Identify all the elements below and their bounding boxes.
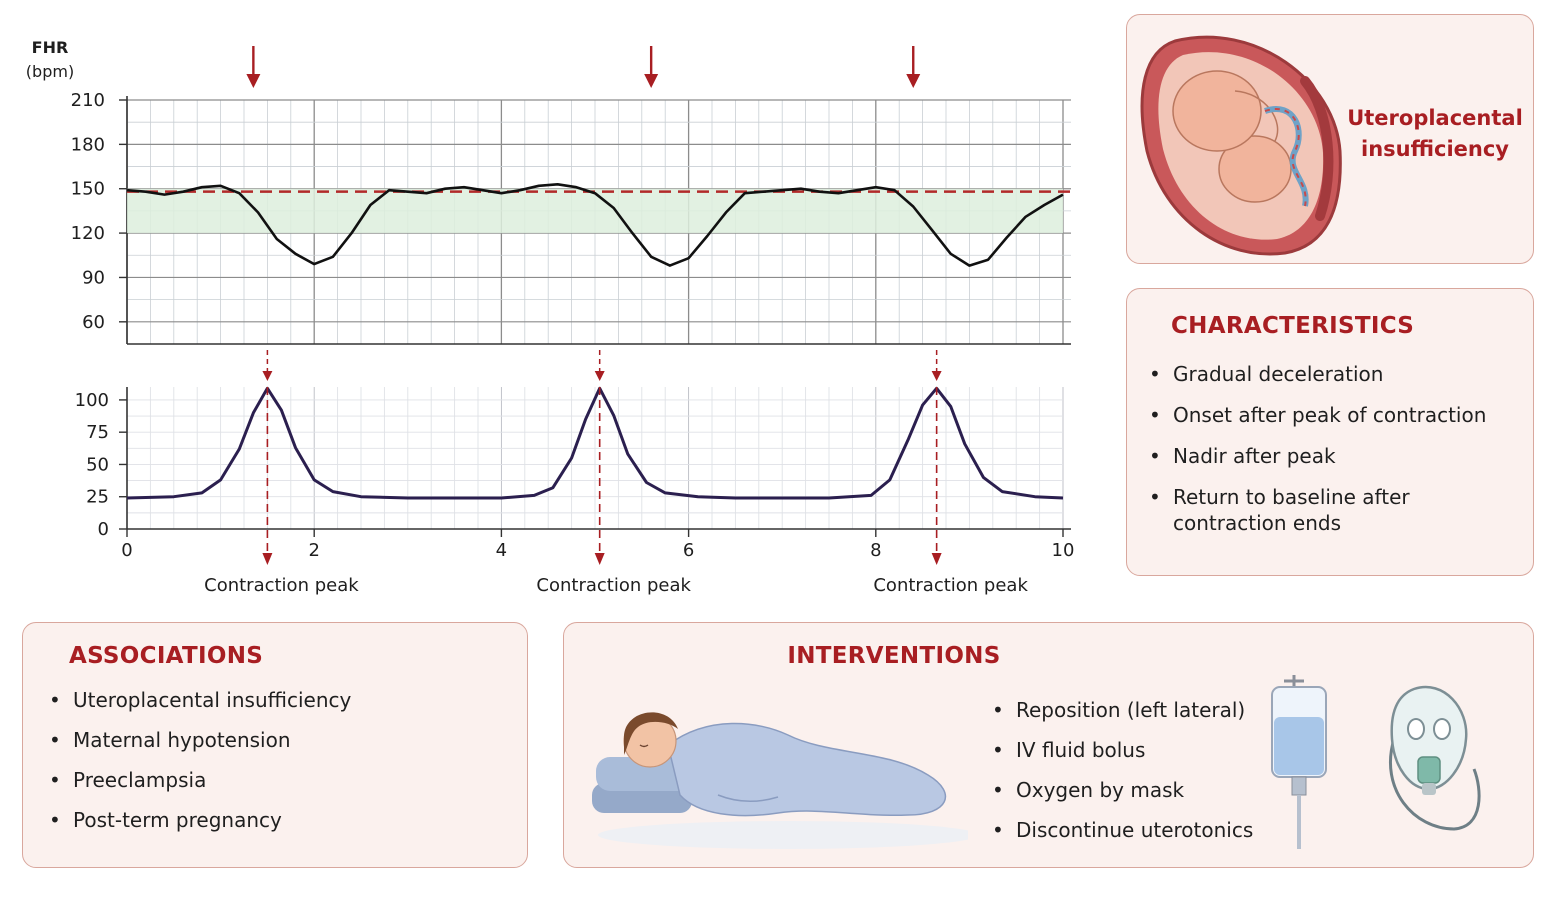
x-tick-label: 6 bbox=[683, 540, 694, 561]
characteristics-title: CHARACTERISTICS bbox=[1171, 313, 1415, 339]
toco-y-ticks: 100 75 50 25 0 bbox=[75, 390, 127, 540]
fhr-tick-label: 180 bbox=[71, 134, 105, 155]
interventions-title: INTERVENTIONS bbox=[787, 643, 1001, 669]
list-item: Post-term pregnancy bbox=[49, 807, 519, 833]
fetus-body bbox=[1172, 70, 1262, 152]
down-arrow-icon bbox=[246, 74, 261, 88]
fhr-axis-label-line1: FHR bbox=[32, 38, 69, 57]
characteristics-list: Gradual deceleration Onset after peak of… bbox=[1149, 361, 1519, 551]
list-item: Preeclampsia bbox=[49, 767, 519, 793]
contraction-peak-label: Contraction peak bbox=[536, 575, 691, 596]
fhr-panel: FHR (bpm) 210 180 150 120 90 60 bbox=[26, 38, 1075, 345]
contraction-peak-markers: Contraction peak Contraction peak Contract… bbox=[204, 350, 1028, 596]
down-arrow-icon bbox=[906, 74, 921, 88]
down-arrow-icon bbox=[931, 553, 942, 565]
fhr-tick-label: 120 bbox=[71, 223, 105, 244]
down-arrow-icon bbox=[931, 371, 942, 381]
woman-body bbox=[667, 722, 947, 817]
fhr-tick-label: 150 bbox=[71, 179, 105, 200]
uteroplacental-card: Uteroplacental insufficiency bbox=[1126, 14, 1534, 264]
associations-title: ASSOCIATIONS bbox=[69, 643, 264, 669]
fhr-trace bbox=[126, 183, 1064, 267]
iv-bag-icon bbox=[1271, 675, 1327, 849]
toco-tick-label: 75 bbox=[86, 422, 109, 443]
uteroplacental-title: Uteroplacental insufficiency bbox=[1347, 106, 1523, 161]
fhr-axis-label-line2: (bpm) bbox=[26, 62, 74, 81]
fhr-tick-label: 90 bbox=[82, 267, 105, 288]
associations-list: Uteroplacental insufficiency Maternal hy… bbox=[49, 687, 519, 847]
toco-tick-label: 0 bbox=[98, 519, 109, 540]
late-decel-arrows bbox=[246, 46, 921, 88]
x-tick-label: 0 bbox=[121, 540, 132, 561]
oxygen-mask-icon bbox=[1388, 685, 1481, 831]
x-tick-label: 2 bbox=[308, 540, 319, 561]
toco-tick-label: 50 bbox=[86, 454, 109, 475]
down-arrow-icon bbox=[262, 553, 273, 565]
characteristics-card: CHARACTERISTICS Gradual deceleration Ons… bbox=[1126, 288, 1534, 576]
x-tick-label: 8 bbox=[870, 540, 881, 561]
placenta bbox=[1300, 76, 1334, 221]
list-item: Gradual deceleration bbox=[1149, 361, 1519, 387]
list-item: Onset after peak of contraction bbox=[1149, 402, 1519, 428]
left-lateral-position-illustration bbox=[592, 712, 968, 849]
x-tick-label: 10 bbox=[1052, 540, 1075, 561]
normal-range-band bbox=[127, 188, 1063, 234]
interventions-list: Reposition (left lateral) IV fluid bolus… bbox=[992, 697, 1282, 857]
interventions-card: INTERVENTIONS Reposition (left lateral) … bbox=[563, 622, 1534, 868]
contraction-peak-label: Contraction peak bbox=[204, 575, 359, 596]
list-item: IV fluid bolus bbox=[992, 737, 1282, 763]
list-item: Nadir after peak bbox=[1149, 443, 1519, 469]
fhr-tick-label: 60 bbox=[82, 312, 105, 333]
down-arrow-icon bbox=[644, 74, 659, 88]
fhr-y-ticks: 210 180 150 120 90 60 bbox=[71, 90, 127, 333]
down-arrow-icon bbox=[594, 371, 605, 381]
fetus-in-uterus-illustration bbox=[1140, 35, 1342, 256]
list-item: Reposition (left lateral) bbox=[992, 697, 1282, 723]
x-tick-label: 4 bbox=[496, 540, 507, 561]
list-item: Return to baseline after contraction end… bbox=[1149, 484, 1423, 536]
toco-tick-label: 100 bbox=[75, 390, 109, 411]
list-item: Oxygen by mask bbox=[992, 777, 1282, 803]
contraction-peak-label: Contraction peak bbox=[873, 575, 1028, 596]
down-arrow-icon bbox=[262, 371, 273, 381]
list-item: Maternal hypotension bbox=[49, 727, 519, 753]
down-arrow-icon bbox=[594, 553, 605, 565]
list-item: Uteroplacental insufficiency bbox=[49, 687, 519, 713]
toco-tick-label: 25 bbox=[86, 487, 109, 508]
fetus-head bbox=[1218, 135, 1292, 203]
toco-x-ticks: 0 2 4 6 8 10 bbox=[121, 529, 1074, 561]
list-item: Discontinue uterotonics bbox=[992, 817, 1282, 843]
toco-grid bbox=[126, 387, 1071, 530]
associations-card: ASSOCIATIONS Uteroplacental insufficienc… bbox=[22, 622, 528, 868]
fhr-tick-label: 210 bbox=[71, 90, 105, 111]
